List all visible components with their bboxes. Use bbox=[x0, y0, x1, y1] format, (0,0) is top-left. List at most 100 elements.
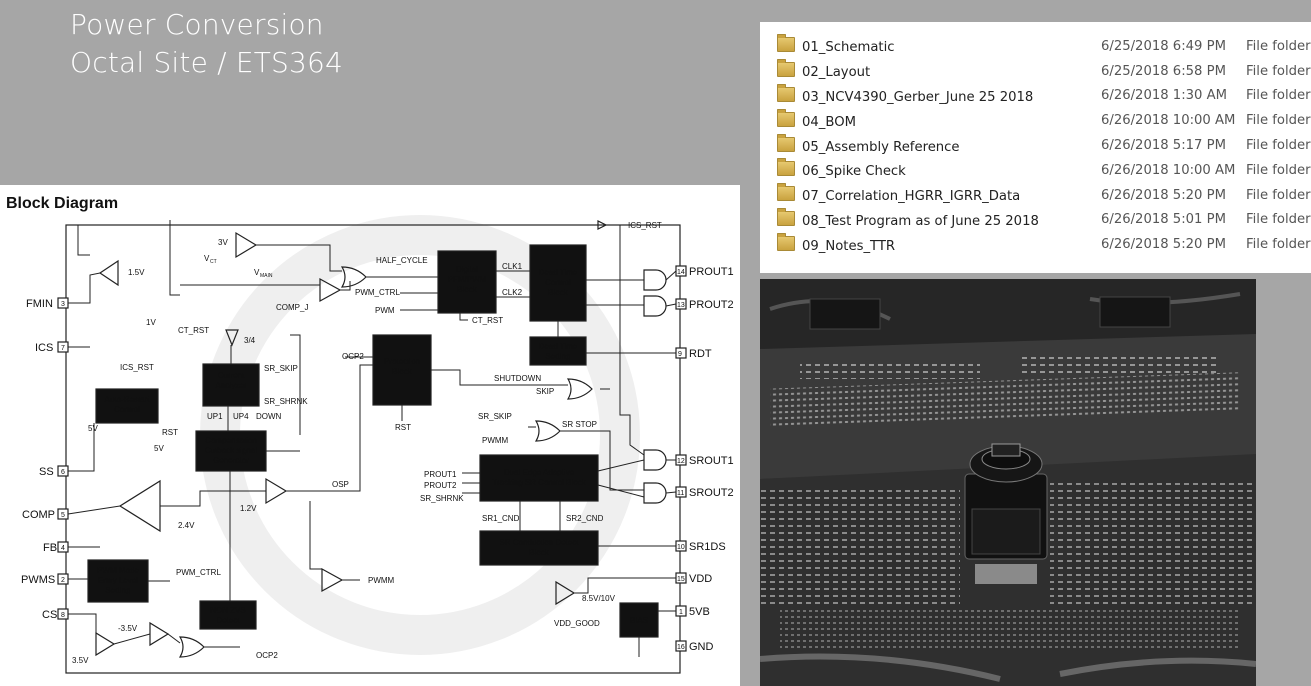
svg-text:Block: Block bbox=[529, 548, 550, 557]
label-sr-stop: SR STOP bbox=[562, 420, 597, 429]
pin-number: 4 bbox=[61, 545, 65, 552]
svg-text:Dead Time: Dead Time bbox=[539, 342, 578, 351]
pin-label: 5VB bbox=[689, 606, 710, 618]
pin-label: SROUT2 bbox=[689, 487, 734, 499]
label-skip: SKIP bbox=[536, 387, 554, 396]
and-gate-srout2 bbox=[643, 482, 667, 504]
label-prout2-in: PROUT2 bbox=[424, 481, 457, 490]
label-clk2: CLK2 bbox=[502, 288, 523, 297]
svg-text:Control: Control bbox=[114, 405, 140, 414]
file-name: 02_Layout bbox=[802, 65, 871, 81]
gain-3-4 bbox=[225, 329, 239, 347]
label-vct-sub: CT bbox=[210, 259, 217, 265]
file-type: File folder bbox=[1246, 187, 1311, 203]
svg-text:Setting: Setting bbox=[546, 352, 571, 361]
label-1v2: 1.2V bbox=[240, 504, 257, 513]
file-date: 6/25/2018 6:58 PM bbox=[1101, 63, 1226, 79]
svg-text:Cutback signal: Cutback signal bbox=[205, 446, 258, 455]
folder-icon bbox=[777, 207, 795, 226]
label-5v-a: 5V bbox=[88, 424, 98, 433]
file-name: 01_Schematic bbox=[802, 40, 895, 56]
label-pwm: PWM bbox=[375, 306, 395, 315]
file-name-cell: 03_NCV4390_Gerber_June 25 2018 bbox=[760, 83, 1101, 109]
svg-text:Generator: Generator bbox=[213, 456, 249, 465]
file-type: File folder bbox=[1246, 162, 1311, 178]
file-name: 09_Notes_TTR bbox=[802, 238, 896, 254]
label-sr-skip-mid: SR_SKIP bbox=[478, 412, 512, 421]
file-name: 08_Test Program as of June 25 2018 bbox=[802, 213, 1039, 229]
label-up1: UP1 bbox=[207, 412, 223, 421]
amplifier-neg3v5 bbox=[149, 621, 170, 647]
label-pwm-ctrl: PWM_CTRL bbox=[355, 288, 400, 297]
pin-number: 10 bbox=[677, 544, 685, 551]
folder-icon bbox=[777, 158, 795, 177]
file-name-cell: 06_Spike Check bbox=[760, 158, 1101, 183]
amplifier-3v bbox=[235, 231, 258, 259]
pin-label: ICS bbox=[35, 342, 53, 354]
file-type: File folder bbox=[1246, 212, 1311, 228]
label-sr1-cnd: SR1_CND bbox=[482, 514, 520, 523]
svg-text:Detect: Detect bbox=[216, 616, 240, 625]
svg-text:Block: Block bbox=[457, 285, 478, 294]
label-ct-rst: CT_RST bbox=[178, 326, 209, 335]
pin-number: 5 bbox=[61, 512, 65, 519]
file-name: 04_BOM bbox=[802, 114, 856, 130]
label-half-cycle: HALF_CYCLE bbox=[376, 256, 428, 265]
label-comp-j: COMP_J bbox=[276, 303, 308, 312]
file-date: 6/26/2018 10:00 AM bbox=[1101, 162, 1236, 178]
pin-srout2: 11 SROUT2 bbox=[675, 486, 734, 499]
svg-text:NON ZVS: NON ZVS bbox=[210, 606, 246, 615]
pin-number: 12 bbox=[677, 458, 685, 465]
pin-number: 11 bbox=[677, 490, 684, 497]
folder-icon bbox=[777, 108, 795, 127]
file-name-cell: 08_Test Program as of June 25 2018 bbox=[760, 207, 1101, 233]
label-2v4: 2.4V bbox=[178, 521, 195, 530]
file-name: 07_Correlation_HGRR_IGRR_Data bbox=[802, 189, 1021, 205]
label-pwmm-out: PWMM bbox=[368, 576, 395, 585]
label-neg-3v5: -3.5V bbox=[118, 624, 138, 633]
label-3v5: 3.5V bbox=[72, 656, 89, 665]
label-3v: 3V bbox=[218, 238, 228, 247]
file-name-cell: 07_Correlation_HGRR_IGRR_Data bbox=[760, 183, 1101, 208]
label-sr2-cnd: SR2_CND bbox=[566, 514, 604, 523]
test-board-photo-drawing bbox=[760, 279, 1256, 686]
pin-ss: 6 SS bbox=[39, 465, 69, 478]
pin-number: 2 bbox=[61, 577, 65, 584]
pin-label: SS bbox=[39, 466, 54, 478]
pin-label: SROUT1 bbox=[689, 455, 734, 467]
folder-icon bbox=[777, 183, 795, 202]
label-down: DOWN bbox=[256, 412, 282, 421]
pin-ics: 7 ICS bbox=[35, 341, 69, 354]
amplifier-pwmm bbox=[321, 567, 344, 593]
pin-number: 6 bbox=[61, 469, 65, 476]
pin-number: 7 bbox=[61, 345, 65, 352]
file-name-cell: 09_Notes_TTR bbox=[760, 232, 1101, 257]
file-name: 05_Assembly Reference bbox=[802, 139, 960, 155]
svg-text:Current: Current bbox=[218, 371, 245, 380]
